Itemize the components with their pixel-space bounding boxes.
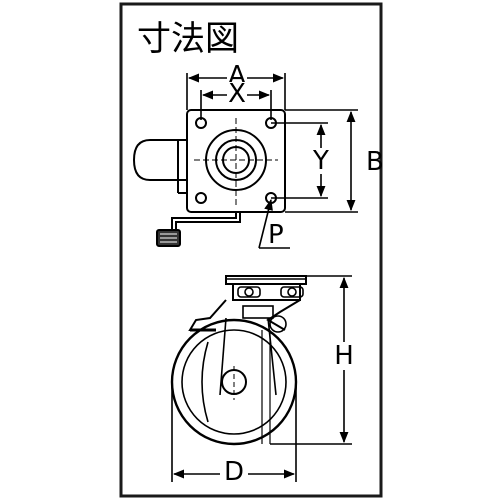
- drawing-title: 寸法図: [137, 19, 239, 59]
- label-d: D: [224, 457, 244, 487]
- top-plate: [225, 275, 307, 285]
- label-h: H: [334, 341, 354, 371]
- label-y: Y: [312, 146, 329, 176]
- top-view: [132, 73, 358, 249]
- bolt-hole: [195, 117, 207, 129]
- drawing-frame: [119, 2, 383, 498]
- label-p: P: [268, 220, 284, 250]
- mounting-plate: [186, 109, 286, 213]
- wheel-rim: [181, 329, 287, 435]
- label-b: B: [366, 147, 384, 177]
- side-view: [170, 275, 352, 482]
- label-x: X: [228, 79, 246, 109]
- leader-p: [258, 198, 273, 249]
- bolt-hole: [195, 192, 207, 204]
- lock-housing: [132, 139, 187, 181]
